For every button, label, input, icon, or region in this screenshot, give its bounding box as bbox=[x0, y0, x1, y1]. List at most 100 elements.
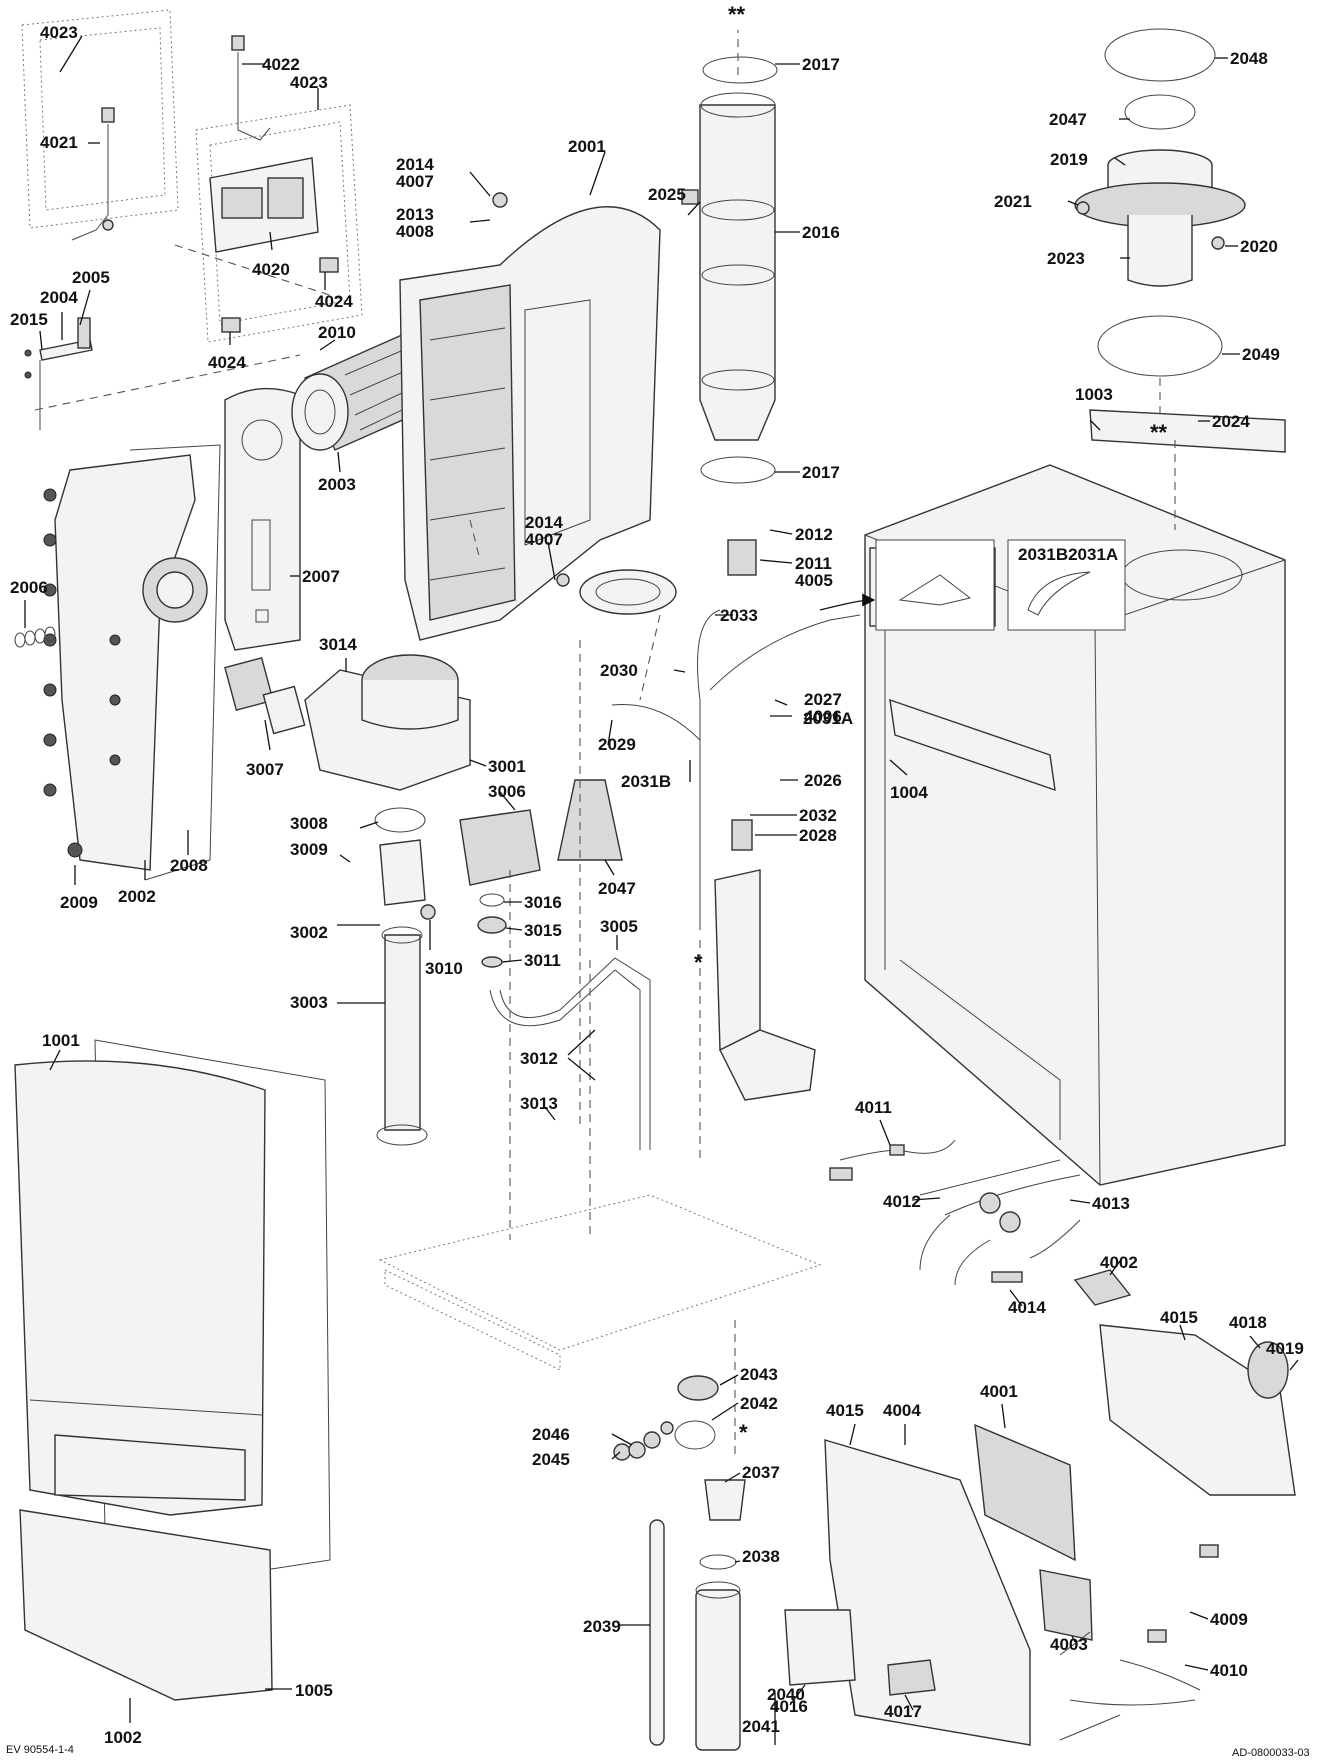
part-label: 2031A bbox=[803, 709, 853, 728]
part-label: 2017 bbox=[802, 463, 840, 482]
part-label: 2009 bbox=[60, 893, 98, 912]
part-label: 2045 bbox=[532, 1450, 570, 1469]
gas-valve-3006 bbox=[459, 809, 541, 886]
part-label: 2037 bbox=[742, 1463, 780, 1482]
control-panel-frame bbox=[21, 9, 363, 343]
part-label: 4012 bbox=[883, 1192, 921, 1211]
insulation-plate-2007 bbox=[224, 387, 301, 651]
part-label: 4009 bbox=[1210, 1610, 1248, 1629]
part-label: 1001 bbox=[42, 1031, 80, 1050]
part-label: 4019 bbox=[1266, 1339, 1304, 1358]
part-label: 2046 bbox=[532, 1425, 570, 1444]
hose-2033 bbox=[697, 609, 721, 930]
condensate-trap-2026 bbox=[714, 869, 761, 1052]
part-label: 2031B2031A bbox=[1018, 545, 1118, 564]
mixing-tube-3003 bbox=[384, 934, 421, 1131]
part-label: 2004 bbox=[40, 288, 78, 307]
part-label: 3012 bbox=[520, 1049, 558, 1068]
detail-inset-2031 bbox=[875, 539, 1126, 631]
connector-4017 bbox=[887, 1659, 936, 1696]
o-rings-2006 bbox=[14, 626, 56, 648]
part-4018 bbox=[1247, 1341, 1289, 1399]
part-label: 2039 bbox=[583, 1617, 621, 1636]
seal-2042 bbox=[674, 1420, 716, 1450]
part-label: 2049 bbox=[1242, 345, 1280, 364]
part-label: 3006 bbox=[488, 782, 526, 801]
document-code-left: EV 90554-1-4 bbox=[6, 1744, 74, 1756]
part-label: 2005 bbox=[72, 268, 110, 287]
part-label: 2029 bbox=[598, 735, 636, 754]
part-label: 4014 bbox=[1008, 1298, 1046, 1317]
part-label: 2033 bbox=[720, 606, 758, 625]
part-label: 2028 bbox=[799, 826, 837, 845]
grommet-4024-bottom bbox=[221, 317, 241, 333]
cover-4002 bbox=[1073, 1269, 1132, 1306]
part-label: 4002 bbox=[1100, 1253, 1138, 1272]
part-label: 4021 bbox=[40, 133, 78, 152]
wiring-harnesses bbox=[829, 1139, 1219, 1741]
part-label: 4016 bbox=[770, 1697, 808, 1716]
part-label: 3001 bbox=[488, 757, 526, 776]
part-label: 2011 bbox=[795, 554, 832, 573]
part-label: 3009 bbox=[290, 840, 328, 859]
part-label: 2015 bbox=[10, 310, 48, 329]
module-4003 bbox=[1039, 1569, 1093, 1641]
part-label: 4020 bbox=[252, 260, 290, 279]
gasket-3008 bbox=[374, 807, 426, 833]
part-label: 3015 bbox=[524, 921, 562, 940]
drain-marker-lower: * bbox=[739, 1420, 748, 1445]
part-label: 1002 bbox=[104, 1728, 142, 1747]
part-label: 3005 bbox=[600, 917, 638, 936]
pcb-4001 bbox=[974, 1423, 1076, 1562]
assembly-lines bbox=[34, 30, 1176, 1460]
part-label: 1003 bbox=[1075, 385, 1113, 404]
part-label: 2043 bbox=[740, 1365, 778, 1384]
part-label: 2040 bbox=[767, 1685, 805, 1704]
fan-3001 bbox=[304, 654, 471, 791]
sensor-cables bbox=[71, 35, 271, 241]
base-plate bbox=[378, 1194, 822, 1351]
part-label: 2042 bbox=[740, 1394, 778, 1413]
part-label: 2048 bbox=[1230, 49, 1268, 68]
document-code-right: AD-0800033-03 bbox=[1232, 1747, 1310, 1759]
sensor-2028 bbox=[731, 819, 753, 851]
part-label: 4013 bbox=[1092, 1194, 1130, 1213]
part-label: 2024 bbox=[1212, 412, 1250, 431]
part-label: 2008 bbox=[170, 856, 208, 875]
part-label: 2031B bbox=[621, 772, 671, 791]
part-label: 2014 bbox=[525, 513, 563, 532]
part-label: 1005 bbox=[295, 1681, 333, 1700]
part-label: 3010 bbox=[425, 959, 463, 978]
part-label: 2027 bbox=[804, 690, 842, 709]
part-label: 2017 bbox=[802, 55, 840, 74]
part-label: 3007 bbox=[246, 760, 284, 779]
flue-connection-marker-top: ** bbox=[728, 2, 746, 27]
part-label: 2019 bbox=[1050, 150, 1088, 169]
part-label: 2023 bbox=[1047, 249, 1085, 268]
part-label: 1004 bbox=[890, 783, 928, 802]
part-label: 2016 bbox=[802, 223, 840, 242]
part-label: 3008 bbox=[290, 814, 328, 833]
part-label: 2001 bbox=[568, 137, 606, 156]
part-label: 2010 bbox=[318, 323, 356, 342]
part-label: 3011 bbox=[524, 951, 561, 970]
pcb-4020 bbox=[209, 157, 319, 253]
burner-door-2002 bbox=[43, 444, 221, 881]
part-label: 2002 bbox=[118, 887, 156, 906]
ignition-electrode bbox=[24, 317, 93, 430]
part-label: 2021 bbox=[994, 192, 1032, 211]
part-label: 4008 bbox=[396, 222, 434, 241]
part-label: 4023 bbox=[290, 73, 328, 92]
lower-cover-1002 bbox=[19, 1509, 273, 1701]
part-label: 4024 bbox=[315, 292, 353, 311]
tube-2040 bbox=[695, 1589, 741, 1751]
boiler-casing bbox=[864, 409, 1286, 1186]
part-label: 2026 bbox=[804, 771, 842, 790]
part-label: 2012 bbox=[795, 525, 833, 544]
part-label: 2003 bbox=[318, 475, 356, 494]
siphon-2037 bbox=[704, 1479, 746, 1521]
heat-exchanger-2001 bbox=[399, 192, 677, 641]
part-label: 2025 bbox=[648, 185, 686, 204]
part-label: 4011 bbox=[855, 1098, 892, 1117]
